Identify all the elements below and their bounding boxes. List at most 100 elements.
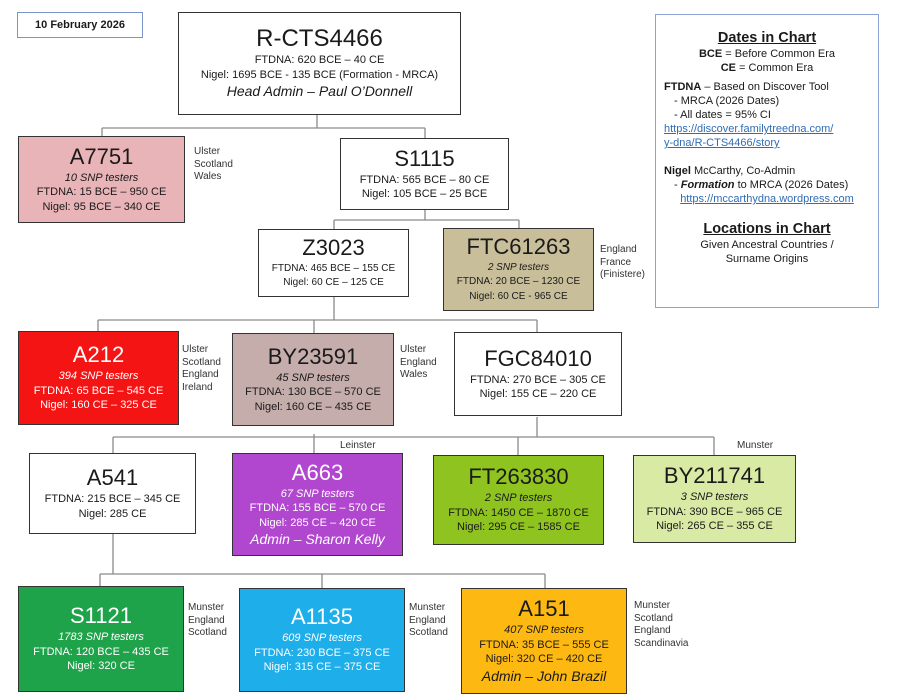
- locations-a1135: Munster England Scotland: [409, 602, 448, 640]
- node-name: R-CTS4466: [256, 25, 383, 52]
- location: England: [634, 625, 671, 636]
- location: England: [600, 244, 637, 255]
- node-name: A1135: [291, 604, 353, 630]
- snp-testers: 45 SNP testers: [276, 371, 350, 384]
- location: England: [400, 356, 437, 368]
- snp-testers: 2 SNP testers: [487, 261, 550, 273]
- location: Wales: [194, 171, 222, 182]
- nigel-dates: Nigel: 60 CE - 965 CE: [469, 290, 568, 302]
- nigel-dates: Nigel: 320 CE: [67, 660, 135, 673]
- locations-by23591: Ulster England Wales: [400, 344, 437, 382]
- snp-testers: 67 SNP testers: [280, 487, 355, 500]
- snp-testers: 3 SNP testers: [680, 491, 749, 504]
- location: Wales: [400, 369, 428, 380]
- ftdna-link[interactable]: https://discover.familytreedna.com/y-dna…: [664, 123, 834, 149]
- nigel-link[interactable]: https://mccarthydna.wordpress.com: [680, 193, 854, 205]
- location: (Finistere): [600, 269, 646, 280]
- node-name: S1115: [394, 145, 455, 171]
- ftdna-dates: FTDNA: 15 BCE – 950 CE: [36, 186, 167, 199]
- ftdna-dates: FTDNA: 20 BCE – 1230 CE: [456, 276, 581, 288]
- ftdna-dates: FTDNA: 120 BCE – 435 CE: [33, 645, 169, 658]
- locations-a151: Munster Scotland England Scandinavia: [634, 600, 688, 650]
- legend-ftdna-note: - All dates = 95% CI: [674, 109, 771, 121]
- node-name: A212: [72, 342, 125, 368]
- ftdna-dates: FTDNA: 270 BCE – 305 CE: [470, 373, 606, 386]
- admin-name: Head Admin – Paul O’Donnell: [226, 83, 413, 99]
- locations-by211741: Munster: [737, 440, 773, 453]
- locations-s1121: Munster England Scotland: [188, 602, 227, 640]
- legend-locations-heading: Locations in Chart: [703, 221, 831, 237]
- ftdna-dates: FTDNA: 465 BCE – 155 CE: [271, 262, 396, 274]
- location: Scotland: [182, 356, 221, 368]
- node-s1115: S1115 FTDNA: 565 BCE – 80 CE Nigel: 105 …: [340, 138, 509, 210]
- ftdna-dates: FTDNA: 215 BCE – 345 CE: [44, 493, 181, 505]
- node-by23591: BY23591 45 SNP testers FTDNA: 130 BCE – …: [232, 333, 394, 426]
- legend-dates-heading: Dates in Chart: [717, 30, 817, 46]
- node-a212: A212 394 SNP testers FTDNA: 65 BCE – 545…: [18, 331, 179, 425]
- node-a151: A151 407 SNP testers FTDNA: 35 BCE – 555…: [461, 588, 627, 694]
- node-name: FTC61263: [466, 233, 571, 259]
- location: Scotland: [188, 627, 227, 638]
- locations-ftc61263: England France (Finistere): [600, 244, 645, 282]
- ftdna-dates: FTDNA: 620 BCE – 40 CE: [254, 54, 385, 66]
- admin-name: Admin – Sharon Kelly: [250, 531, 385, 548]
- locations-a663: Leinster: [340, 440, 376, 453]
- location: Ireland: [182, 381, 213, 393]
- location: Scotland: [634, 612, 673, 624]
- location: Scotland: [194, 158, 233, 170]
- legend-locations-desc: Surname Origins: [725, 253, 809, 265]
- location: Munster: [188, 602, 225, 613]
- location: England: [188, 614, 225, 626]
- nigel-dates: Nigel: 105 BCE – 25 BCE: [361, 188, 488, 200]
- node-ftc61263: FTC61263 2 SNP testers FTDNA: 20 BCE – 1…: [443, 228, 594, 311]
- location: Munster: [409, 602, 446, 613]
- snp-testers: 609 SNP testers: [282, 632, 362, 645]
- node-ft263830: FT263830 2 SNP testers FTDNA: 1450 CE – …: [433, 455, 604, 545]
- ftdna-dates: FTDNA: 1450 CE – 1870 CE: [448, 506, 589, 519]
- snp-testers: 394 SNP testers: [58, 370, 139, 383]
- locations-a212: Ulster Scotland England Ireland: [182, 344, 221, 394]
- node-name: FGC84010: [484, 345, 592, 371]
- snp-testers: 1783 SNP testers: [58, 631, 144, 644]
- location: Ulster: [182, 344, 209, 355]
- node-name: S1121: [70, 603, 132, 629]
- node-a541: A541 FTDNA: 215 BCE – 345 CE Nigel: 285 …: [29, 453, 196, 534]
- node-name: A541: [86, 465, 139, 490]
- snp-testers: 2 SNP testers: [484, 492, 553, 505]
- nigel-dates: Nigel: 320 CE – 420 CE: [485, 653, 603, 666]
- ftdna-dates: FTDNA: 35 BCE – 555 CE: [479, 638, 609, 651]
- node-a1135: A1135 609 SNP testers FTDNA: 230 BCE – 3…: [239, 588, 405, 692]
- nigel-dates: Nigel: 1695 BCE - 135 BCE (Formation - M…: [200, 68, 439, 81]
- node-fgc84010: FGC84010 FTDNA: 270 BCE – 305 CE Nigel: …: [454, 332, 622, 416]
- node-name: Z3023: [302, 234, 365, 260]
- ftdna-dates: FTDNA: 130 BCE – 570 CE: [245, 386, 381, 399]
- nigel-dates: Nigel: 285 CE: [78, 507, 147, 520]
- node-z3023: Z3023 FTDNA: 465 BCE – 155 CE Nigel: 60 …: [258, 229, 409, 297]
- location: England: [182, 369, 219, 380]
- node-name: FT263830: [468, 464, 569, 490]
- legend-ftdna: FTDNA – Based on Discover Tool: [664, 81, 829, 93]
- ftdna-dates: FTDNA: 230 BCE – 375 CE: [254, 646, 390, 659]
- location: England: [409, 614, 446, 626]
- location: Scotland: [409, 627, 448, 638]
- location: Munster: [634, 600, 671, 611]
- node-name: BY211741: [663, 463, 766, 489]
- locations-a7751: Ulster Scotland Wales: [194, 146, 233, 184]
- nigel-dates: Nigel: 315 CE – 375 CE: [263, 661, 381, 674]
- node-a7751: A7751 10 SNP testers FTDNA: 15 BCE – 950…: [18, 136, 185, 223]
- location: Scandinavia: [634, 637, 689, 649]
- legend-box: Dates in Chart BCE = Before Common Era C…: [655, 14, 879, 308]
- node-a663: A663 67 SNP testers FTDNA: 155 BCE – 570…: [232, 453, 403, 556]
- node-name: BY23591: [267, 343, 359, 369]
- date-label: 10 February 2026: [17, 12, 143, 38]
- nigel-dates: Nigel: 95 BCE – 340 CE: [42, 200, 161, 213]
- nigel-dates: Nigel: 285 CE – 420 CE: [259, 516, 376, 529]
- node-r-cts4466: R-CTS4466 FTDNA: 620 BCE – 40 CE Nigel: …: [178, 12, 461, 115]
- node-name: A7751: [69, 143, 134, 169]
- snp-testers: 10 SNP testers: [64, 171, 139, 184]
- nigel-dates: Nigel: 295 CE – 1585 CE: [457, 521, 580, 534]
- legend-locations-desc: Given Ancestral Countries /: [700, 239, 834, 251]
- location: Leinster: [340, 440, 376, 451]
- node-s1121: S1121 1783 SNP testers FTDNA: 120 BCE – …: [18, 586, 184, 692]
